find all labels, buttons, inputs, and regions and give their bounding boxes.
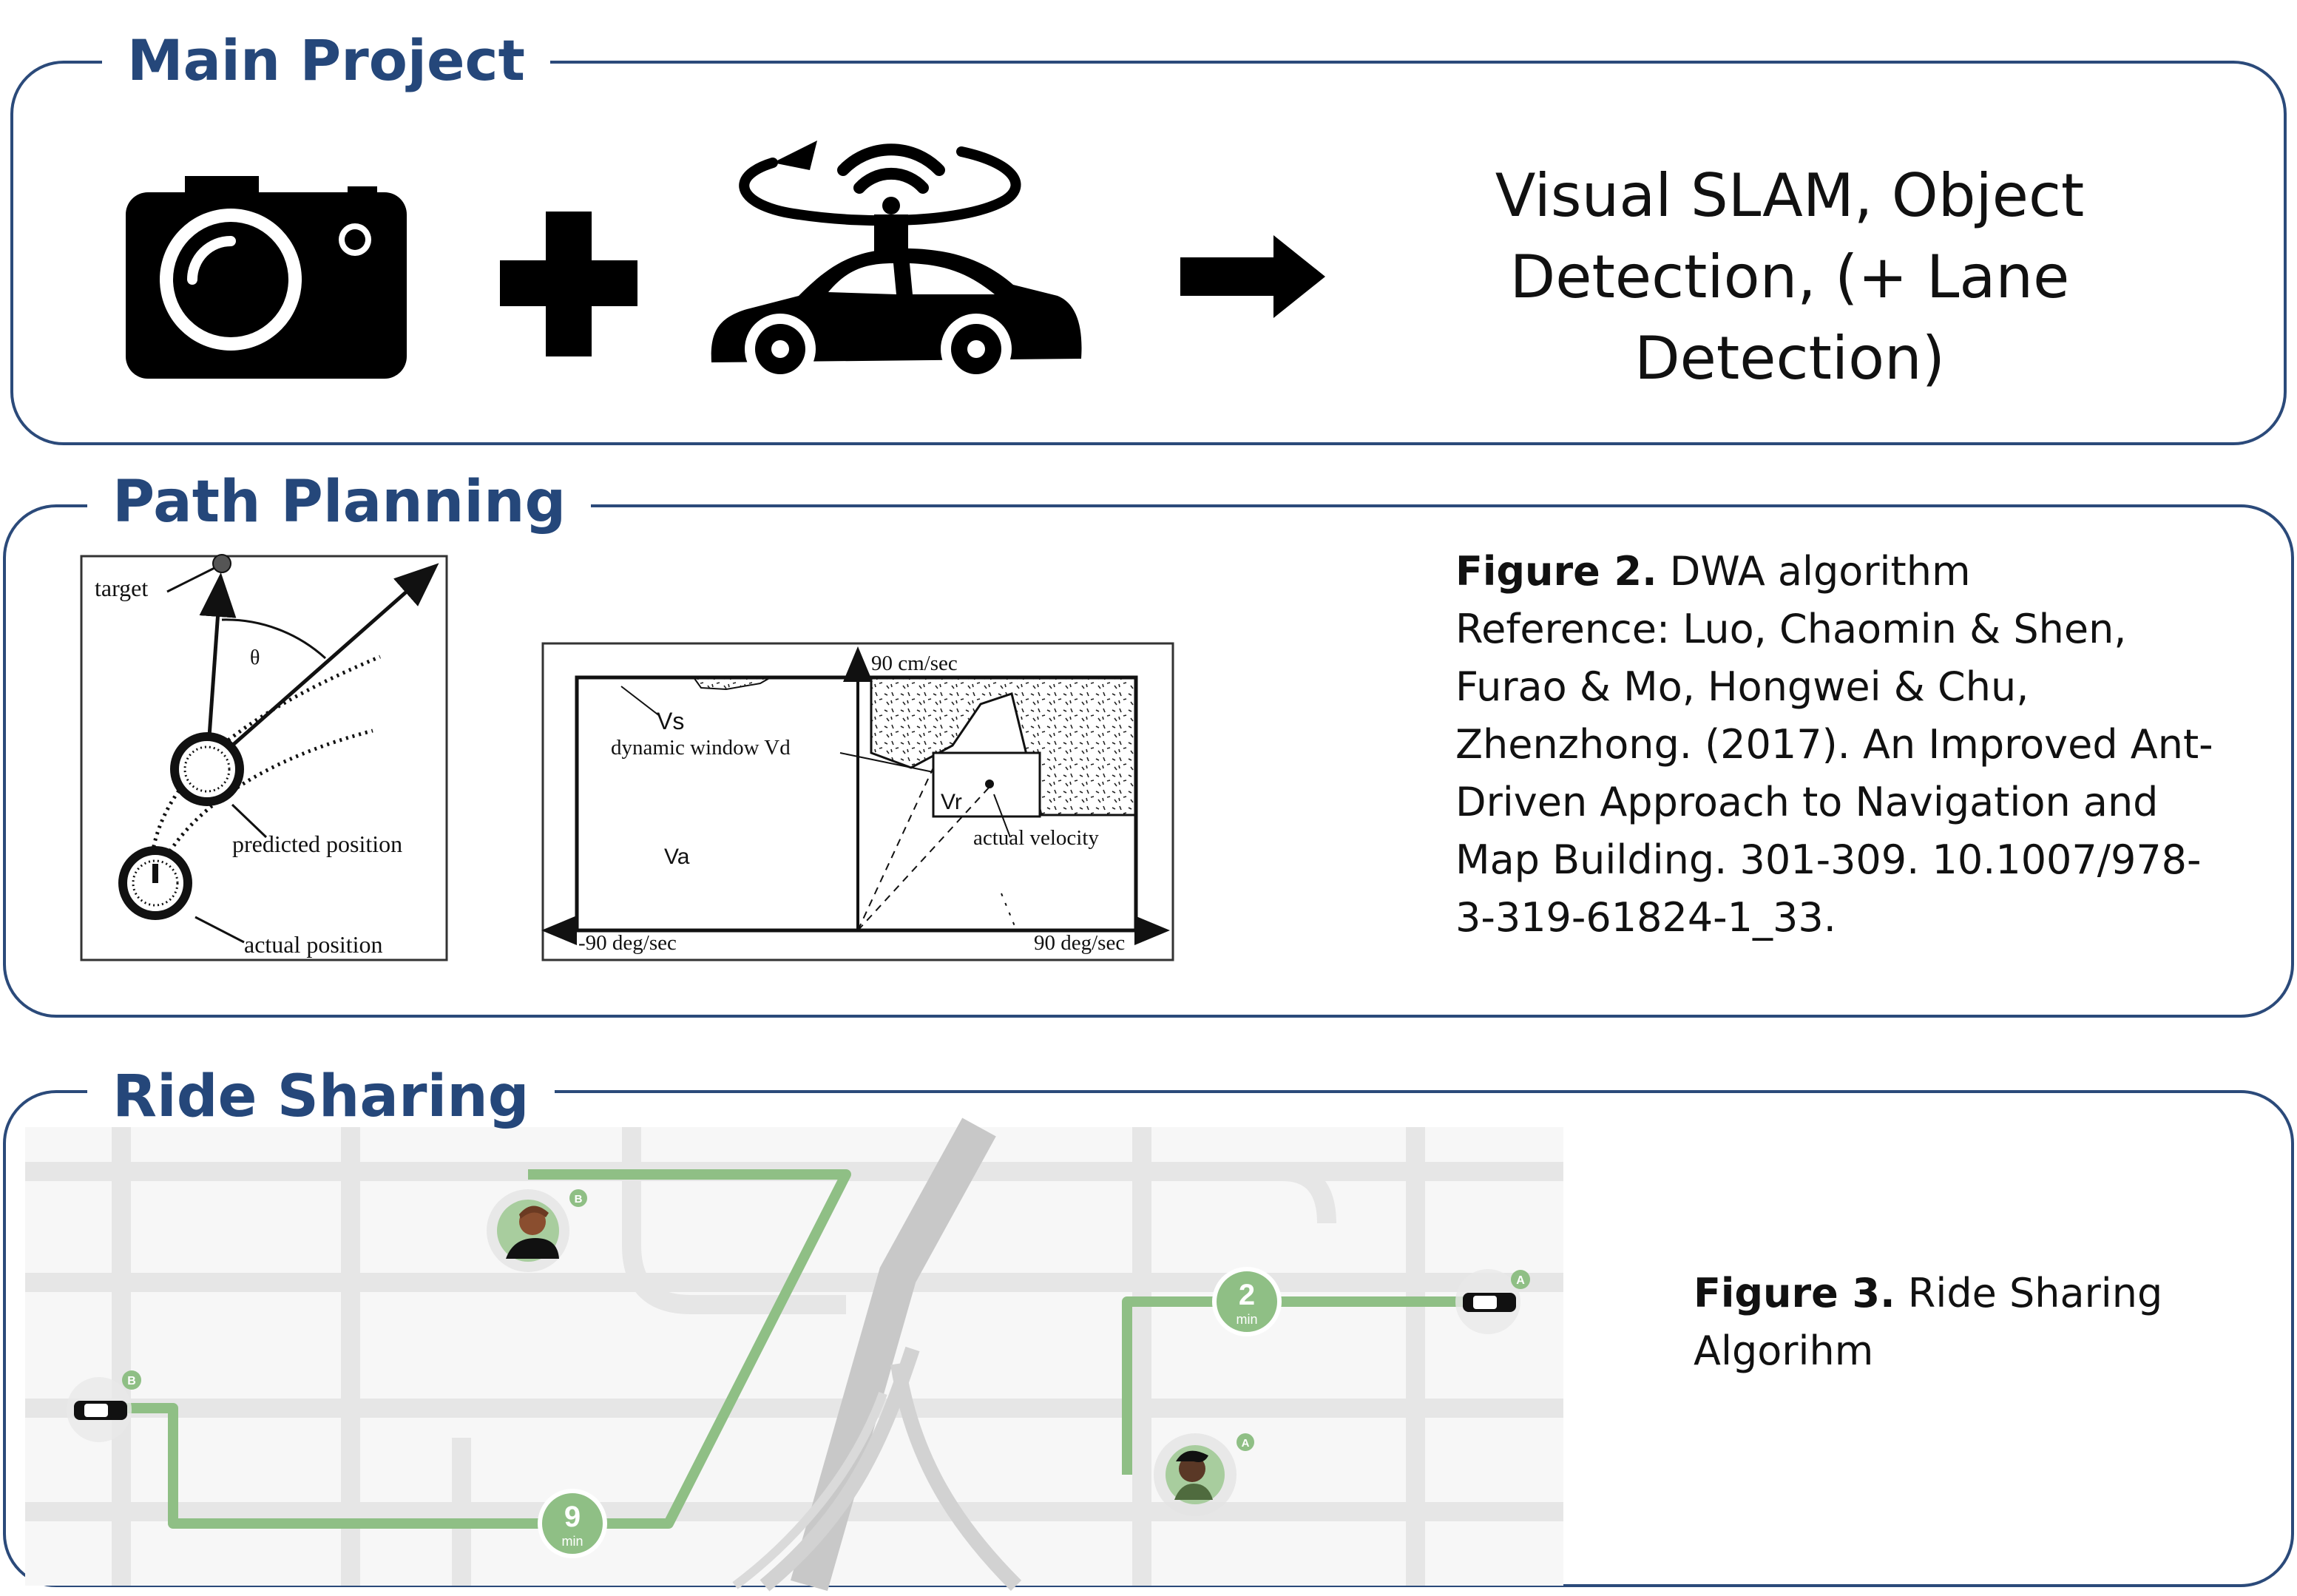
reference-line-5: Map Building. 301-309. 10.1007/978- bbox=[1455, 836, 2202, 883]
vr-label: Vr bbox=[941, 790, 962, 814]
vs-label: Vs bbox=[657, 708, 684, 734]
left-axis-label: -90 deg/sec bbox=[578, 931, 677, 955]
camera-icon bbox=[126, 176, 407, 379]
figure-3-label: Figure 3. bbox=[1694, 1270, 1895, 1316]
result-line-2: Detection, (+ Lane bbox=[1509, 243, 2070, 311]
dwa-trajectory-figure: θ target predicted position actual posit… bbox=[80, 554, 448, 961]
eta-right-unit: min bbox=[1236, 1312, 1257, 1327]
marker-a-passenger: A bbox=[1242, 1437, 1250, 1450]
eta-left-unit: min bbox=[561, 1534, 583, 1549]
slam-result-text: Visual SLAM, Object Detection, (+ Lane D… bbox=[1442, 155, 2137, 399]
actual-velocity-label: actual velocity bbox=[973, 826, 1099, 850]
figure-2-caption: Figure 2. DWA algorithm Reference: Luo, … bbox=[1455, 543, 2269, 947]
reference-line-2: Furao & Mo, Hongwei & Chu, bbox=[1455, 663, 2029, 710]
driver-car-b-icon bbox=[67, 1377, 132, 1442]
eta-left-number: 9 bbox=[564, 1501, 581, 1533]
passenger-b-avatar bbox=[487, 1189, 569, 1272]
main-project-panel bbox=[10, 61, 2287, 445]
eta-right-number: 2 bbox=[1239, 1279, 1255, 1311]
theta-label: θ bbox=[250, 646, 260, 669]
va-label: Va bbox=[664, 845, 690, 869]
figure-3-title: Ride Sharing bbox=[1895, 1270, 2163, 1316]
top-axis-label: 90 cm/sec bbox=[871, 652, 958, 675]
result-line-1: Visual SLAM, Object bbox=[1495, 161, 2085, 230]
result-line-3: Detection) bbox=[1634, 324, 1945, 393]
figure-3-title-line-2: Algorihm bbox=[1694, 1328, 1874, 1374]
dynamic-window-label: dynamic window Vd bbox=[611, 736, 791, 760]
figure-2-title: DWA algorithm bbox=[1657, 548, 1971, 595]
passenger-a-avatar bbox=[1154, 1433, 1237, 1516]
path-planning-title: Path Planning bbox=[87, 473, 592, 531]
actual-position-label: actual position bbox=[244, 931, 383, 958]
reference-line-6: 3-319-61824-1_33. bbox=[1455, 894, 1836, 941]
reference-line-1: Reference: Luo, Chaomin & Shen, bbox=[1455, 606, 2127, 652]
figure-3-caption: Figure 3. Ride Sharing Algorihm bbox=[1694, 1265, 2256, 1380]
reference-line-4: Driven Approach to Navigation and bbox=[1455, 779, 2159, 825]
driver-car-a-icon bbox=[1455, 1269, 1520, 1334]
figure-2-label: Figure 2. bbox=[1455, 548, 1657, 595]
marker-b-passenger: B bbox=[575, 1193, 583, 1206]
dwa-velocity-space-figure: 90 cm/sec Vs dynamic window Vd Vr Va act… bbox=[541, 642, 1174, 961]
eta-badge-right: 2 min bbox=[1212, 1267, 1282, 1336]
predicted-position-label: predicted position bbox=[232, 831, 402, 857]
arrow-right-icon bbox=[1180, 235, 1325, 318]
target-label: target bbox=[95, 575, 148, 601]
autonomous-car-icon bbox=[711, 141, 1082, 385]
ride-sharing-map: B A B A 9 min 2 min bbox=[25, 1117, 1563, 1592]
main-project-title: Main Project bbox=[102, 33, 550, 89]
ride-sharing-title: Ride Sharing bbox=[87, 1068, 555, 1126]
marker-b-left: B bbox=[127, 1375, 136, 1387]
marker-a-right: A bbox=[1516, 1274, 1525, 1287]
right-axis-label: 90 deg/sec bbox=[1034, 931, 1125, 955]
eta-badge-left: 9 min bbox=[538, 1489, 607, 1558]
plus-icon bbox=[500, 212, 637, 356]
path-planning-panel bbox=[3, 504, 2294, 1018]
reference-line-3: Zhenzhong. (2017). An Improved Ant- bbox=[1455, 721, 2213, 768]
